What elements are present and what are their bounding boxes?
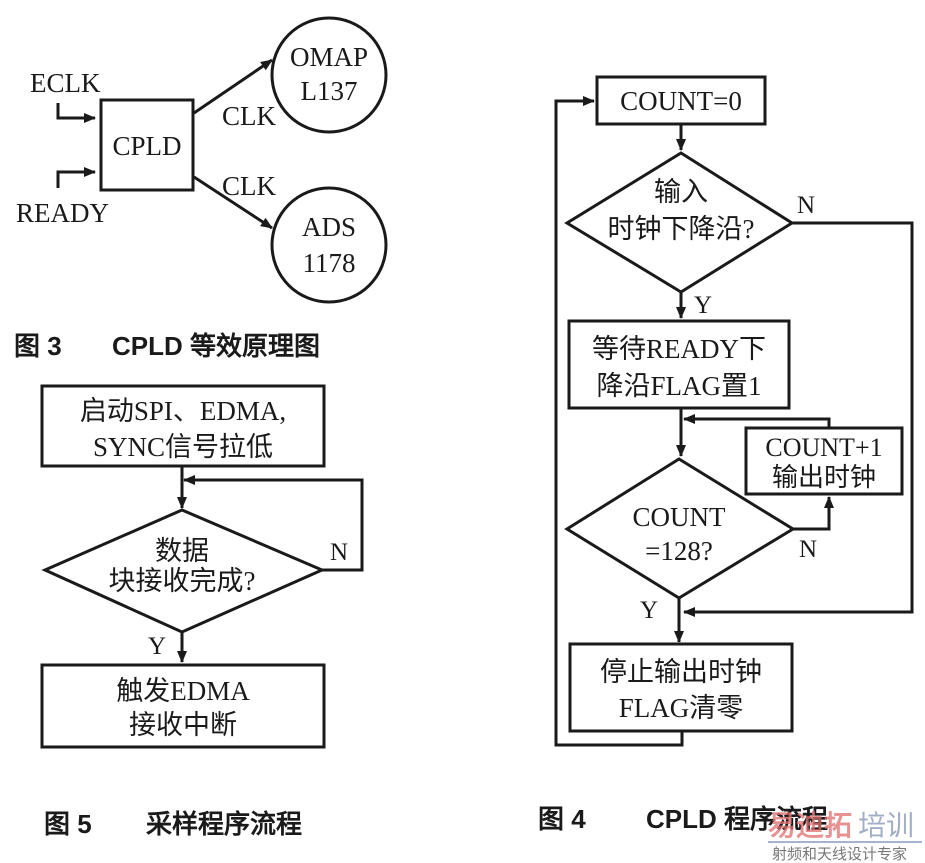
fig3-clk-label-bottom: CLK	[222, 171, 277, 201]
fig4-caption-text: CPLD 程序流程	[646, 804, 828, 834]
fig3-ready-arrow	[56, 167, 96, 188]
fig3-input-ready-label: READY	[16, 198, 109, 228]
fig3-eclk-arrow	[56, 103, 96, 123]
fig4-decision2-line1: COUNT	[633, 502, 727, 532]
fig4-decision2-no-arrow	[793, 496, 834, 531]
watermark-brand-blue: 培训	[858, 809, 914, 842]
fig3-ads-node	[270, 186, 388, 304]
fig3-omap-label-line2: L137	[301, 76, 358, 106]
fig3-omap-node	[270, 16, 388, 134]
fig5-caption-number: 图 5	[44, 809, 92, 839]
fig4-increment-loop-arrow	[683, 414, 831, 428]
fig4-decision1-no-arrow	[683, 221, 914, 617]
fig3-input-eclk-label: ECLK	[30, 68, 101, 98]
fig4-decision1-line1: 输入	[654, 177, 708, 207]
fig5-no-label: N	[330, 539, 348, 566]
fig4-stop-box	[568, 642, 794, 733]
fig4-decision2-yes-label: Y	[640, 597, 658, 624]
fig4-caption-number: 图 4	[538, 804, 586, 834]
fig3-clk-arrow-top	[193, 58, 273, 115]
fig5-decision-line2: 块接收完成?	[109, 566, 256, 596]
fig5-sampling-flowchart: 启动SPI、EDMA, SYNC信号拉低 数据 块接收完成? N Y 触发EDM…	[40, 384, 364, 839]
fig3-clk-arrow-bottom	[193, 175, 273, 230]
fig3-caption-number: 图 3	[14, 331, 62, 361]
fig5-start-line1: 启动SPI、EDMA,	[80, 396, 286, 426]
fig4-wait-box	[567, 319, 791, 410]
fig3-ads-label-line2: 1178	[303, 248, 356, 278]
fig4-decision2-line2: =128?	[645, 536, 713, 566]
fig5-decision-line1: 数据	[155, 536, 209, 566]
fig4-decision2-no-label: N	[799, 536, 817, 563]
fig5-end-line2: 接收中断	[129, 710, 237, 740]
fig5-no-loop-arrow	[183, 475, 364, 572]
fig4-stop-line1: 停止输出时钟	[600, 657, 762, 687]
fig3-equivalent-diagram: ECLK READY CPLD CLK CLK OMAP L137 ADS 11…	[14, 16, 388, 361]
watermark-tagline: 射频和天线设计专家	[772, 845, 907, 863]
fig4-return-loop-arrow	[554, 96, 684, 747]
fig4-wait-line1: 等待READY下	[592, 334, 766, 364]
fig5-start-line2: SYNC信号拉低	[93, 432, 273, 462]
fig4-decision1-line2: 时钟下降沿?	[608, 214, 755, 244]
fig4-init-label: COUNT=0	[620, 86, 742, 116]
fig4-decision1-yes-label: Y	[694, 292, 712, 319]
fig5-yes-label: Y	[148, 633, 166, 660]
fig4-increment-line1: COUNT+1	[765, 433, 882, 462]
fig4-increment-box	[744, 426, 904, 496]
watermark: 易迪拓 培训 射频和天线设计专家	[768, 809, 922, 863]
fig4-init-box	[595, 75, 767, 126]
fig3-ads-label-line1: ADS	[302, 212, 356, 242]
fig4-cpld-flowchart: COUNT=0 输入 时钟下降沿? N Y 等待READY下 降沿FLAG置1 …	[538, 75, 914, 834]
fig3-caption-text: CPLD 等效原理图	[112, 331, 320, 361]
fig3-clk-label-top: CLK	[222, 101, 277, 131]
fig3-omap-label-line1: OMAP	[290, 42, 368, 72]
watermark-brand-red: 易迪拓	[768, 809, 852, 842]
fig5-caption-text: 采样程序流程	[146, 809, 302, 839]
fig4-wait-line2: 降沿FLAG置1	[596, 371, 761, 401]
fig4-decision1-no-label: N	[797, 192, 815, 219]
fig5-end-box	[40, 663, 326, 749]
fig4-stop-line2: FLAG清零	[619, 693, 744, 723]
fig3-cpld-block	[99, 98, 195, 192]
fig3-cpld-label: CPLD	[112, 131, 181, 161]
fig5-start-box	[40, 384, 326, 468]
fig4-increment-line2: 输出时钟	[772, 463, 876, 492]
fig5-end-line1: 触发EDMA	[116, 676, 250, 706]
